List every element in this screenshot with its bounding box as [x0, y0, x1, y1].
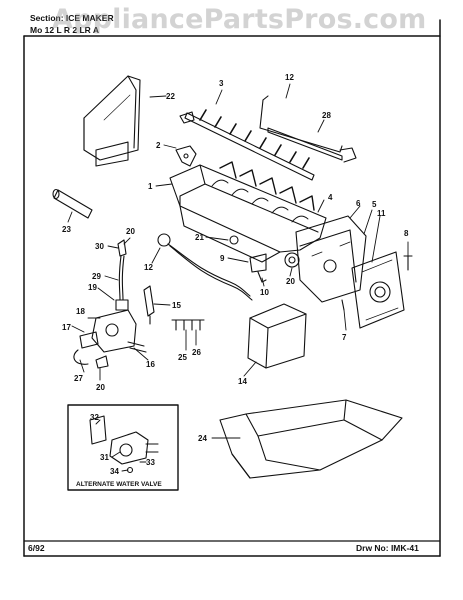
callout-20-upper: 20 — [126, 227, 135, 236]
callout-3: 3 — [219, 79, 224, 88]
section-title: Section: ICE MAKER — [30, 13, 114, 23]
callout-29: 28 — [322, 111, 331, 120]
part-10-screw — [257, 271, 267, 283]
part-23-cover — [83, 75, 141, 167]
callout-31: 30 — [95, 242, 104, 251]
callout-2: 2 — [156, 141, 161, 150]
callout-14: 14 — [238, 377, 247, 386]
part-14-shield — [247, 303, 307, 369]
inset-caption: ALTERNATE WATER VALVE — [76, 481, 162, 488]
callout-15: 15 — [172, 301, 181, 310]
callout-22: 21 — [195, 233, 204, 242]
callout-20-lower: 20 — [96, 383, 105, 392]
callout-8: 8 — [404, 229, 409, 238]
callout-10: 10 — [260, 288, 269, 297]
callout-28: 27 — [74, 374, 83, 383]
callout-33: 32 — [90, 413, 99, 422]
callout-7: 7 — [342, 333, 347, 342]
part-11-cover-plate — [351, 251, 405, 329]
part-15-fitting — [143, 285, 155, 325]
callout-35: 34 — [110, 467, 119, 476]
callout-16: 16 — [146, 360, 155, 369]
callout-17: 17 — [62, 323, 71, 332]
inset-alternate-water-valve — [67, 404, 179, 491]
part-6-control-housing — [295, 215, 367, 303]
part-20-clip-lower — [95, 355, 109, 369]
callout-labels: 22 3 12 28 2 1 4 6 5 11 8 23 20 21 30 9 … — [62, 73, 409, 488]
callout-12: 12 — [144, 263, 153, 272]
callout-25: 24 — [198, 434, 207, 443]
callout-30: 29 — [92, 272, 101, 281]
part-2-bracket — [175, 145, 197, 167]
callout-19: 19 — [88, 283, 97, 292]
part-30-water-line — [115, 239, 129, 311]
part-29-rod — [267, 127, 357, 163]
part-12-harness — [157, 233, 253, 301]
parts-26-27-screws — [171, 319, 205, 331]
callout-18: 18 — [76, 307, 85, 316]
callout-4: 4 — [328, 193, 333, 202]
footer-drawing-number: Drw No: IMK-41 — [356, 543, 419, 553]
part-13-arm — [259, 95, 343, 153]
part-21-gear — [284, 252, 300, 268]
part-22-grommet — [229, 235, 239, 245]
callout-13: 12 — [285, 73, 294, 82]
callout-21: 20 — [286, 277, 295, 286]
callout-leaders — [67, 83, 409, 472]
callout-24: 23 — [62, 225, 71, 234]
part-9-clip — [249, 253, 267, 273]
callout-26: 25 — [178, 353, 187, 362]
footer-date: 6/92 — [28, 543, 45, 553]
part-25-ice-bin — [219, 399, 403, 479]
part-7-screw — [341, 299, 345, 311]
callout-6: 6 — [356, 199, 361, 208]
callout-1: 1 — [148, 182, 153, 191]
callout-32: 31 — [100, 453, 109, 462]
part-16-water-valve — [73, 309, 147, 365]
part-24-fill-tube — [52, 188, 93, 219]
part-3-ejector — [179, 109, 315, 181]
model-line: Mo 12 L R 2 LR A — [30, 25, 99, 35]
part-1-ice-mold — [169, 161, 327, 263]
callout-5: 5 — [372, 200, 377, 209]
callout-27: 26 — [192, 348, 201, 357]
callout-11: 11 — [377, 209, 386, 218]
callout-9: 9 — [220, 254, 225, 263]
part-8-screw — [403, 255, 413, 271]
callout-23: 22 — [166, 92, 175, 101]
callout-34: 33 — [146, 458, 155, 467]
